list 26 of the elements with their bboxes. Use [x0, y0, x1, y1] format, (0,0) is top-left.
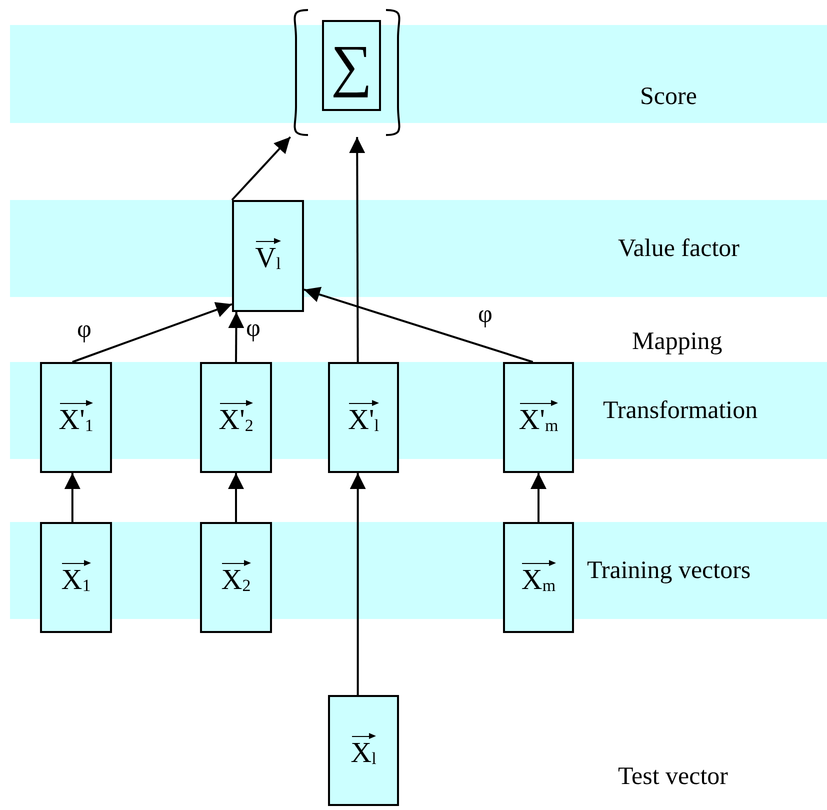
vector-box	[503, 522, 574, 633]
row-label: Score	[640, 84, 697, 109]
row-label: Transformation	[603, 398, 758, 423]
vector-box	[503, 362, 574, 473]
vector-box	[40, 522, 112, 633]
arrow	[64, 473, 80, 522]
arrow	[530, 473, 546, 522]
vector-box	[200, 362, 272, 473]
arrow	[228, 473, 244, 522]
row-label: Value factor	[618, 236, 740, 261]
vector-box	[322, 20, 381, 111]
arrow	[231, 136, 292, 201]
vector-box	[328, 362, 399, 473]
sum-symbol: ∑	[330, 34, 372, 98]
row-label: Test vector	[618, 764, 728, 789]
vector-box	[232, 200, 304, 312]
vector-box	[200, 522, 272, 633]
arrow	[350, 473, 366, 695]
row-label: Mapping	[632, 329, 722, 354]
row-label: Training vectors	[587, 558, 751, 583]
arrow	[304, 286, 534, 363]
vector-box	[40, 362, 112, 473]
vector-box	[328, 695, 399, 806]
arrow	[228, 312, 244, 362]
arrow	[72, 302, 232, 363]
arrow	[349, 137, 366, 362]
